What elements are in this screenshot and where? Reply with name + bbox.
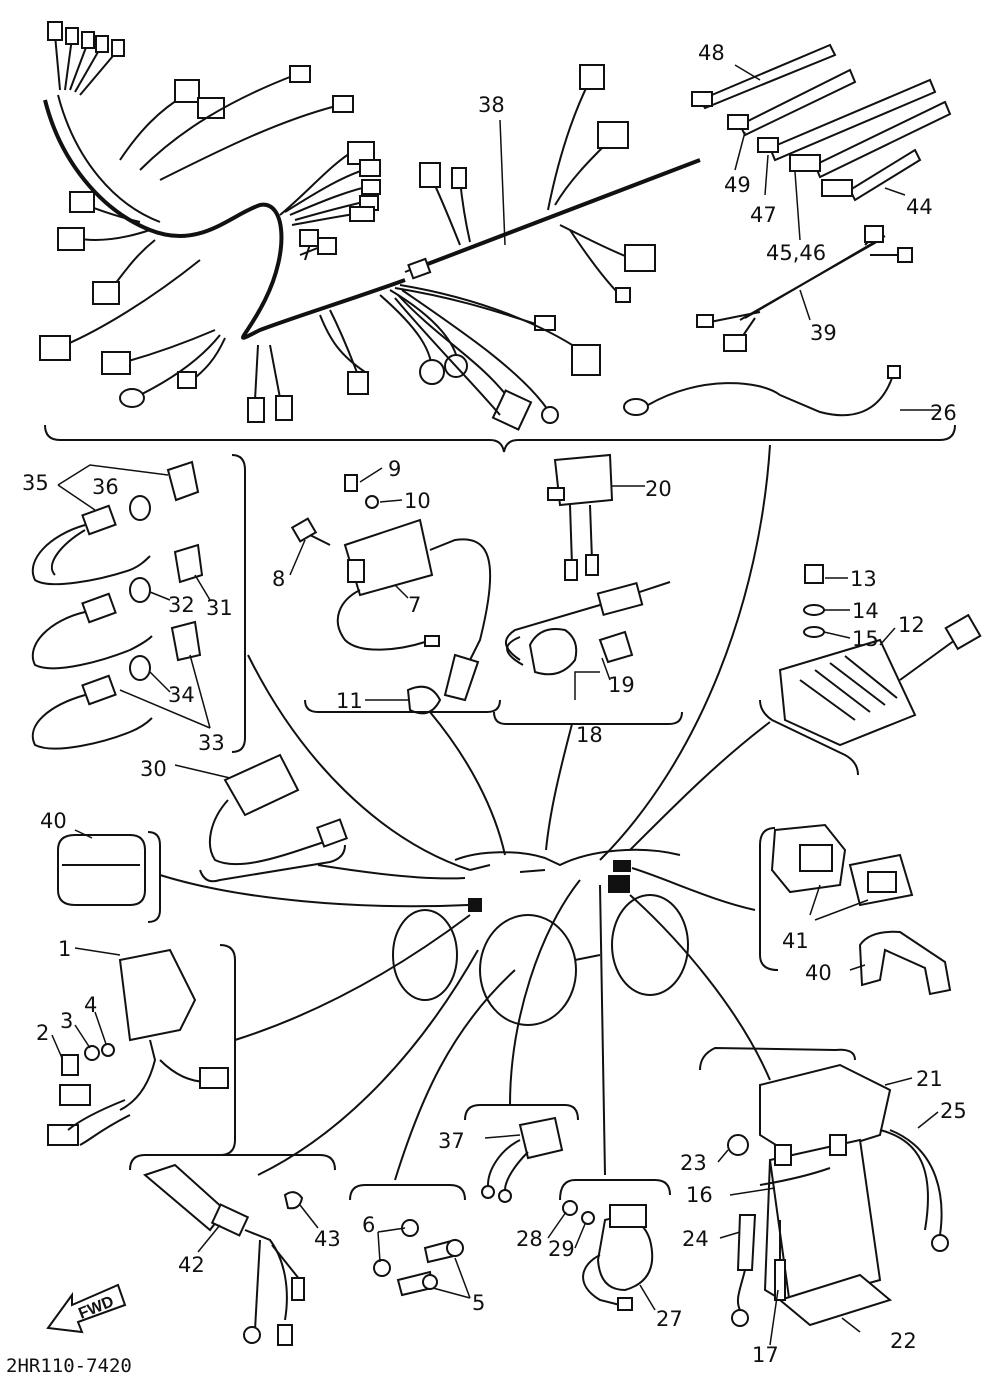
callout-48: 48 <box>698 41 725 65</box>
callout-8: 8 <box>272 567 285 591</box>
callout-18: 18 <box>576 723 603 747</box>
callout-47: 47 <box>750 203 777 227</box>
callout-30: 30 <box>140 757 167 781</box>
connection-lines <box>159 444 771 1181</box>
connector-37-bracket <box>464 1104 579 1121</box>
regulator-bracket <box>759 699 859 776</box>
frame-outline-group <box>392 848 689 1026</box>
callout-19: 19 <box>608 673 635 697</box>
callout-37: 37 <box>438 1129 465 1153</box>
forward-arrow-group: FWD <box>46 1283 127 1334</box>
callout-35: 35 <box>22 471 49 495</box>
callout-34: 34 <box>168 683 195 707</box>
bolts-bracket <box>349 1184 466 1201</box>
callout-4: 4 <box>84 993 97 1017</box>
callout-5: 5 <box>472 1291 485 1315</box>
relay-bracket <box>759 827 779 971</box>
callout-2: 2 <box>36 1021 49 1045</box>
headlight-bracket <box>129 1154 336 1171</box>
wire-harness-group <box>39 21 701 431</box>
callout-16: 16 <box>686 1183 713 1207</box>
horn-group <box>547 1200 656 1311</box>
cdi-unit-group <box>47 947 229 1146</box>
callout-28: 28 <box>516 1227 543 1251</box>
relay-group <box>770 823 952 996</box>
callout-6: 6 <box>362 1213 375 1237</box>
callout-25: 25 <box>940 1099 967 1123</box>
drawing-code: 2HR110-7420 <box>6 1355 132 1377</box>
sub-harness-group <box>696 225 913 352</box>
callout-20: 20 <box>645 477 672 501</box>
cdi-bracket <box>219 944 236 1156</box>
callout-15: 15 <box>852 627 879 651</box>
callout-40-right: 40 <box>805 961 832 985</box>
harness-bracket <box>44 424 956 453</box>
callout-26: 26 <box>930 401 957 425</box>
callout-31: 31 <box>206 596 233 620</box>
callout-40-left: 40 <box>40 809 67 833</box>
callout-24: 24 <box>682 1227 709 1251</box>
callout-22: 22 <box>890 1329 917 1353</box>
callout-labels: 38 48 49 47 45,46 44 39 26 35 36 32 31 3… <box>22 41 967 1367</box>
callout-9: 9 <box>388 457 401 481</box>
coil-bracket <box>304 699 501 713</box>
callout-11: 11 <box>336 689 363 713</box>
sensors-bracket <box>231 454 246 753</box>
callout-21: 21 <box>916 1067 943 1091</box>
horn-bracket <box>559 1179 671 1201</box>
callout-33: 33 <box>198 731 225 755</box>
cover-40-left-group <box>57 829 146 906</box>
callout-17: 17 <box>752 1343 779 1367</box>
ignition-coil-group <box>289 467 492 715</box>
sensors-group <box>32 460 211 750</box>
callout-3: 3 <box>60 1009 73 1033</box>
cable-ties-group <box>691 43 952 241</box>
battery-group <box>717 1063 949 1346</box>
callout-49: 49 <box>724 173 751 197</box>
bolts-group <box>373 1219 471 1299</box>
callout-42: 42 <box>178 1253 205 1277</box>
callout-1: 1 <box>58 937 71 961</box>
regulator-group <box>778 564 982 747</box>
callout-23: 23 <box>680 1151 707 1175</box>
headlight-wire-group <box>142 1163 319 1346</box>
cover-40-bracket <box>147 831 161 923</box>
callout-43: 43 <box>314 1227 341 1251</box>
switch-group <box>505 453 671 700</box>
wire-26-group <box>623 365 940 417</box>
callout-29: 29 <box>548 1237 575 1261</box>
callout-41: 41 <box>782 929 809 953</box>
callout-38: 38 <box>478 93 505 117</box>
callout-7: 7 <box>408 593 421 617</box>
callout-14: 14 <box>852 599 879 623</box>
callout-32: 32 <box>168 593 195 617</box>
connector-37-group <box>481 1116 564 1203</box>
callout-44: 44 <box>906 195 933 219</box>
callout-39: 39 <box>810 321 837 345</box>
component-30-bracket <box>199 844 346 883</box>
callout-13: 13 <box>850 567 877 591</box>
component-30-group <box>174 753 348 866</box>
callout-36: 36 <box>92 475 119 499</box>
switch-bracket <box>493 711 683 725</box>
callout-27: 27 <box>656 1307 683 1331</box>
callout-45-46: 45,46 <box>766 241 826 265</box>
callout-10: 10 <box>404 489 431 513</box>
battery-bracket <box>699 1046 856 1071</box>
callout-12: 12 <box>898 613 925 637</box>
